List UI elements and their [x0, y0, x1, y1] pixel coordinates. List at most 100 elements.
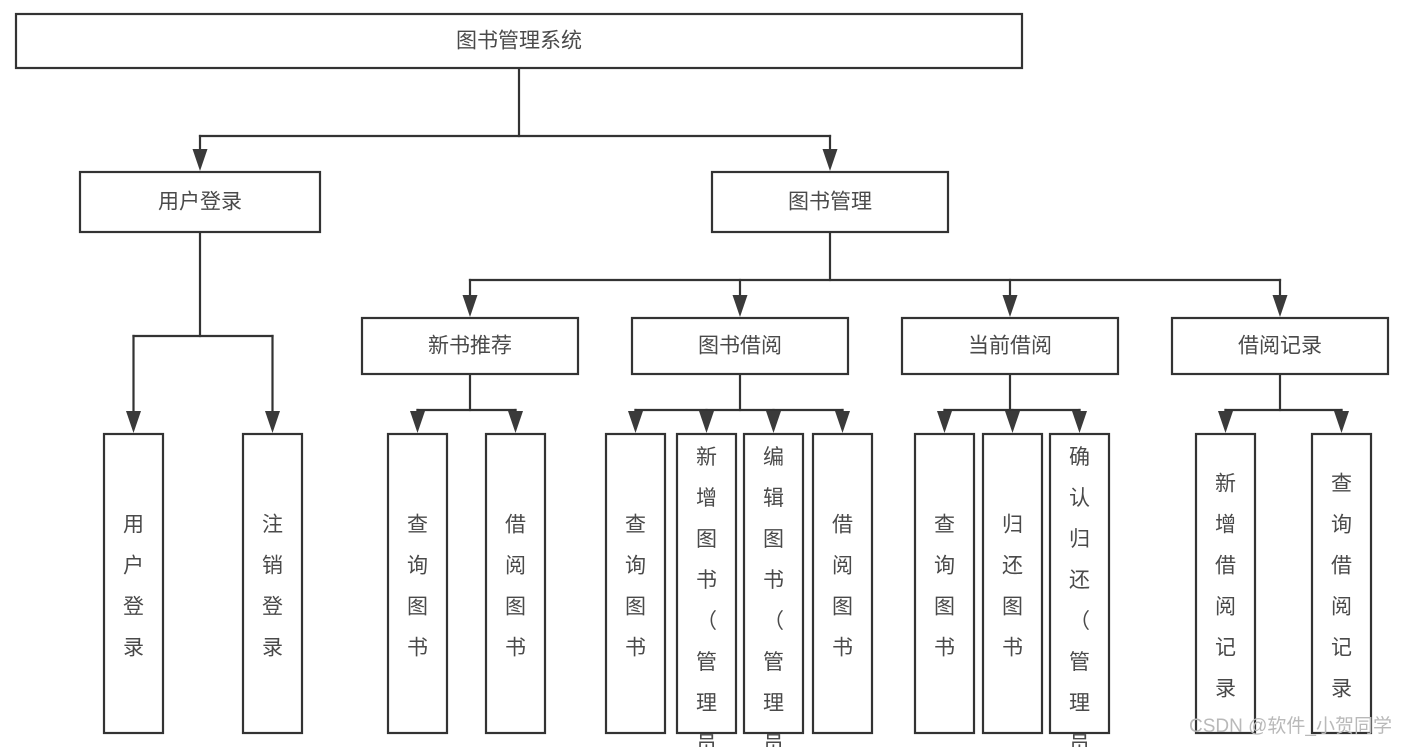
node-l2-图书管理-1[interactable]: 图书管理: [710, 170, 950, 234]
node-label-char: 员: [1069, 733, 1090, 747]
node-box: [360, 316, 580, 376]
node-root-图书管理系统-0[interactable]: 图书管理系统: [14, 12, 1024, 70]
node-label-char: 书: [1002, 637, 1023, 660]
node-label-char: 员: [763, 733, 784, 747]
node-box: [386, 432, 449, 735]
node-label-char: 管: [1069, 651, 1090, 674]
node-label-char: 登: [123, 596, 144, 619]
node-label-char: 图: [696, 528, 717, 551]
node-l3-当前借阅-2[interactable]: 当前借阅: [900, 316, 1120, 376]
node-box: [913, 432, 976, 735]
node-label-char: 书: [407, 637, 428, 660]
node-label-char: 增: [1215, 514, 1236, 537]
node-box: [1194, 432, 1257, 735]
node-box: [604, 432, 667, 735]
arrow-head-icon: [1218, 411, 1233, 433]
arrow-head-icon: [628, 411, 643, 433]
node-box: [484, 432, 547, 735]
node-label-char: 阅: [832, 555, 853, 578]
node-label: 用户登录: [158, 191, 242, 214]
node-label-char: 管: [763, 651, 784, 674]
node-label-char: 图: [1002, 596, 1023, 619]
node-label-char: 录: [1331, 678, 1352, 701]
node-label-char: 借: [505, 514, 526, 537]
node-label-char: 新: [1215, 473, 1236, 496]
node-l3-新书推荐-0[interactable]: 新书推荐: [360, 316, 580, 376]
node-label: 借阅记录: [1238, 335, 1322, 358]
node-label-char: 询: [625, 555, 646, 578]
arrow-head-icon: [410, 411, 425, 433]
node-label-char: 阅: [1331, 596, 1352, 619]
node-label-char: 记: [1215, 637, 1236, 660]
node-label-char: 图: [832, 596, 853, 619]
node-label-char: 录: [1215, 678, 1236, 701]
node-label-char: 书: [934, 637, 955, 660]
node-label-char: 书: [763, 569, 784, 592]
node-l2-用户登录-0[interactable]: 用户登录: [78, 170, 322, 234]
arrow-head-icon: [1002, 295, 1018, 317]
node-label-char: 还: [1002, 555, 1023, 578]
node-l3-借阅记录-3[interactable]: 借阅记录: [1170, 316, 1390, 376]
arrow-head-icon: [265, 411, 280, 433]
node-label: 新书推荐: [428, 335, 512, 358]
csdn-watermark: CSDN @软件_小贺同学: [1189, 715, 1392, 737]
node-label: 图书管理: [788, 191, 872, 214]
node-label-char: 询: [407, 555, 428, 578]
arrow-head-icon: [1272, 295, 1288, 317]
node-label-char: 理: [763, 692, 784, 715]
node-leaf-用户登录-0[interactable]: 用户登录: [102, 432, 165, 735]
node-label-char: 还: [1069, 569, 1090, 592]
node-box: [102, 432, 165, 735]
arrow-head-icon: [192, 149, 208, 171]
node-box: [630, 316, 850, 376]
connector-layer: [126, 66, 1349, 433]
node-label-char: 图: [407, 596, 428, 619]
node-label-char: 查: [1331, 473, 1352, 496]
node-box: [1170, 316, 1390, 376]
node-label-char: 查: [407, 514, 428, 537]
node-box: [1048, 432, 1111, 735]
node-l3-图书借阅-1[interactable]: 图书借阅: [630, 316, 850, 376]
node-box: [981, 432, 1044, 735]
node-label-char: 询: [1331, 514, 1352, 537]
arrow-head-icon: [1334, 411, 1349, 433]
node-box: [900, 316, 1120, 376]
node-label-char: 借: [1215, 555, 1236, 578]
node-box: [78, 170, 322, 234]
node-label-char: 书: [696, 569, 717, 592]
node-label-char: 查: [934, 514, 955, 537]
arrow-head-icon: [126, 411, 141, 433]
arrow-head-icon: [508, 411, 523, 433]
node-label-char: （: [696, 610, 717, 633]
node-box: [675, 432, 738, 735]
node-label-char: （: [763, 610, 784, 633]
node-label-char: （: [1069, 610, 1090, 633]
node-label-char: 借: [832, 514, 853, 537]
node-label-char: 图: [934, 596, 955, 619]
node-layer: 图书管理系统用户登录图书管理新书推荐图书借阅当前借阅借阅记录用户登录注销登录查询…: [14, 12, 1390, 747]
node-label-char: 录: [123, 637, 144, 660]
node-label-char: 户: [123, 555, 144, 578]
node-label: 图书借阅: [698, 335, 782, 358]
node-label-char: 员: [696, 733, 717, 747]
node-box: [811, 432, 874, 735]
node-label-char: 书: [625, 637, 646, 660]
node-label-char: 书: [505, 637, 526, 660]
arrow-head-icon: [937, 411, 952, 433]
node-label-char: 理: [696, 692, 717, 715]
arrow-head-icon: [1072, 411, 1087, 433]
